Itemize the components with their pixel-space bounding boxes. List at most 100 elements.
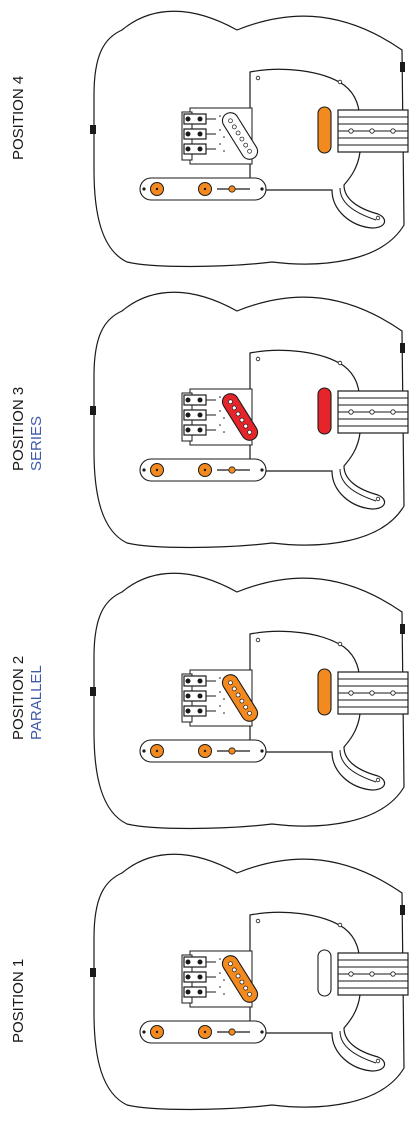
pole-piece bbox=[231, 967, 237, 973]
string-marker bbox=[219, 677, 221, 679]
switch-position-panel: POSITION 4 bbox=[0, 0, 409, 281]
telecaster-body-diagram bbox=[90, 291, 409, 549]
string-marker bbox=[219, 691, 221, 693]
telecaster-body-diagram bbox=[90, 853, 409, 1111]
neck-pickup bbox=[317, 387, 332, 435]
neck-screw bbox=[369, 971, 375, 977]
neck-screw bbox=[369, 690, 375, 696]
neck-screw bbox=[390, 971, 396, 977]
control-plate-screw bbox=[142, 468, 146, 472]
pickguard-screw bbox=[337, 641, 343, 647]
pole-piece bbox=[235, 130, 241, 136]
switch-position-panel: POSITION 2 PARALLEL bbox=[0, 562, 409, 843]
switch-position-panel: POSITION 3 SERIES bbox=[0, 281, 409, 562]
strap-button bbox=[90, 687, 96, 696]
knob-center bbox=[155, 468, 159, 472]
pickguard-screw bbox=[255, 356, 261, 362]
neck-pickup bbox=[317, 106, 332, 154]
pole-piece bbox=[239, 698, 245, 704]
position-label: POSITION 2 bbox=[10, 655, 27, 740]
wiring-mode-label: SERIES bbox=[28, 415, 45, 471]
pole-piece bbox=[228, 961, 233, 967]
pole-piece bbox=[228, 118, 233, 124]
pole-piece bbox=[231, 686, 237, 692]
pickguard bbox=[249, 349, 386, 510]
bridge-pickup-cover bbox=[221, 955, 259, 1003]
strap-button bbox=[90, 125, 96, 134]
pickguard bbox=[249, 68, 386, 229]
string-marker bbox=[219, 143, 221, 145]
string-marker bbox=[219, 115, 221, 117]
neck-screw bbox=[390, 409, 396, 415]
control-plate-screw bbox=[260, 187, 264, 191]
pole-piece bbox=[231, 124, 237, 130]
pickguard bbox=[249, 911, 386, 1072]
pickguard-screw bbox=[255, 75, 261, 81]
pickguard-screw bbox=[375, 1058, 381, 1064]
knob-center bbox=[203, 749, 207, 753]
pole-piece bbox=[228, 680, 233, 686]
saddle-screw bbox=[197, 989, 203, 995]
pole-piece bbox=[247, 429, 252, 435]
switch-position-panel: POSITION 1 bbox=[0, 843, 409, 1124]
telecaster-body-diagram bbox=[90, 572, 409, 830]
string-marker bbox=[223, 150, 225, 152]
bridge-pickup bbox=[221, 955, 259, 1003]
neck-screw bbox=[390, 690, 396, 696]
control-plate-screw bbox=[260, 1030, 264, 1034]
pole-piece bbox=[247, 148, 252, 154]
strap-button bbox=[400, 905, 405, 915]
pole-piece bbox=[247, 991, 252, 997]
pole-piece bbox=[243, 423, 249, 429]
saddle-screw bbox=[197, 974, 203, 980]
neck-pickup bbox=[317, 668, 332, 716]
bridge-pickup-cover bbox=[221, 112, 259, 160]
position-label-group: POSITION 3 SERIES bbox=[6, 281, 66, 562]
pole-piece bbox=[231, 405, 237, 411]
string-marker bbox=[219, 129, 221, 131]
saddle-screw bbox=[197, 412, 203, 418]
saddle-screw bbox=[197, 678, 203, 684]
control-plate-screw bbox=[260, 749, 264, 753]
string-marker bbox=[219, 986, 221, 988]
neck-screw bbox=[348, 409, 354, 415]
string-marker bbox=[219, 705, 221, 707]
position-label: POSITION 4 bbox=[10, 75, 27, 160]
saddle-screw bbox=[197, 708, 203, 714]
bridge-pickup-cover bbox=[221, 393, 259, 441]
position-label-group: POSITION 4 bbox=[6, 0, 66, 281]
pole-piece bbox=[247, 710, 252, 716]
string-marker bbox=[219, 396, 221, 398]
strap-button bbox=[400, 62, 405, 72]
saddle-screw bbox=[185, 397, 191, 403]
switch-tip bbox=[228, 1028, 236, 1036]
neck-pickup bbox=[317, 949, 332, 997]
string-marker bbox=[223, 431, 225, 433]
neck-screw bbox=[348, 128, 354, 134]
knob-center bbox=[203, 468, 207, 472]
bridge-pickup bbox=[221, 112, 259, 160]
pickguard-screw bbox=[337, 360, 343, 366]
pole-piece bbox=[243, 985, 249, 991]
knob-center bbox=[203, 187, 207, 191]
neck-screw bbox=[369, 409, 375, 415]
switch-tip bbox=[228, 747, 236, 755]
pickguard-edge bbox=[339, 468, 377, 502]
control-plate-screw bbox=[142, 187, 146, 191]
pole-piece bbox=[239, 136, 245, 142]
knob-center bbox=[155, 1030, 159, 1034]
pickguard-screw bbox=[337, 922, 343, 928]
pole-piece bbox=[235, 973, 241, 979]
neck-screw bbox=[369, 128, 375, 134]
position-label-group: POSITION 2 PARALLEL bbox=[6, 562, 66, 843]
pickguard-screw bbox=[255, 918, 261, 924]
pickguard-edge bbox=[339, 749, 377, 783]
bridge-pickup bbox=[221, 674, 259, 722]
string-marker bbox=[223, 698, 225, 700]
switch-tip bbox=[228, 466, 236, 474]
saddle-screw bbox=[197, 693, 203, 699]
knob-center bbox=[203, 1030, 207, 1034]
pole-piece bbox=[243, 704, 249, 710]
saddle-screw bbox=[185, 959, 191, 965]
pickguard-edge bbox=[339, 187, 377, 221]
